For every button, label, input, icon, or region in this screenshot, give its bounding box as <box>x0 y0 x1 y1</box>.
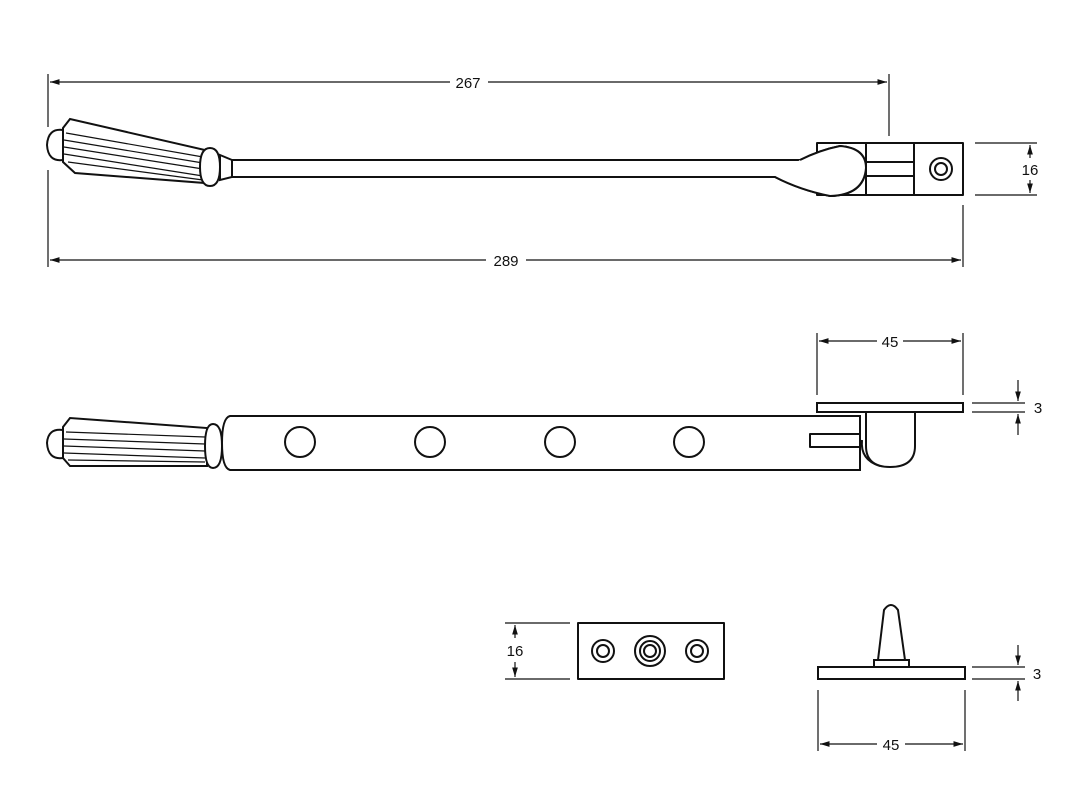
fixing-hole <box>544 426 576 458</box>
screw-hole <box>929 157 953 181</box>
fixing-hole <box>673 426 705 458</box>
side-view: 45 3 <box>45 333 1042 471</box>
dim-3-side-label: 3 <box>1034 400 1042 417</box>
fixing-hole <box>414 426 446 458</box>
fixing-hole <box>284 426 316 458</box>
top-view: 267 16 289 <box>45 74 1039 270</box>
pin <box>876 604 907 661</box>
dim-45-side-label: 45 <box>882 334 899 351</box>
handle-top <box>45 117 868 198</box>
dim-3-plate-label: 3 <box>1033 666 1041 683</box>
stay-bar <box>220 415 861 471</box>
dim-16-plate-label: 16 <box>507 643 524 660</box>
dim-289-label: 289 <box>493 253 518 270</box>
pin-plate-plan: 16 <box>505 622 725 680</box>
keep-bracket-top <box>774 142 964 198</box>
dim-45-plate-label: 45 <box>883 737 900 754</box>
handle-side <box>45 416 224 470</box>
dim-267-label: 267 <box>455 75 480 92</box>
pin-plate-side: 3 45 <box>817 604 1041 754</box>
keep-bracket-side <box>816 402 964 469</box>
dim-16-top-label: 16 <box>1022 162 1039 179</box>
